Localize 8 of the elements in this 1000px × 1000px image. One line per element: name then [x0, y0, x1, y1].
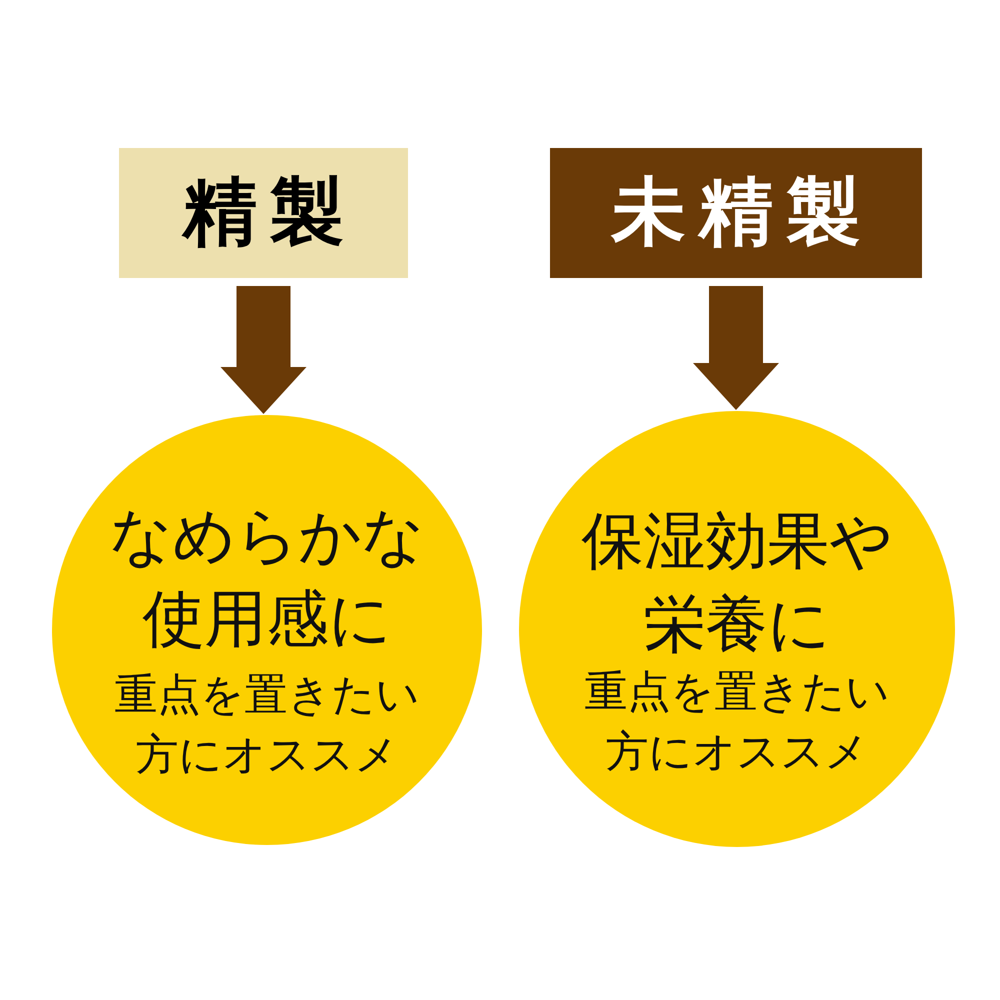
label-box: 未精製: [550, 148, 922, 278]
body-text: 重点を置きたい方にオススメ: [584, 666, 890, 779]
lead-text: 保湿効果や栄養に: [580, 503, 894, 662]
label-box: 精製: [119, 148, 408, 278]
body-text: 重点を置きたい方にオススメ: [114, 669, 420, 782]
arrow: [220, 286, 306, 414]
arrow: [693, 286, 779, 410]
lead-text: なめらかな使用感に: [108, 498, 426, 657]
